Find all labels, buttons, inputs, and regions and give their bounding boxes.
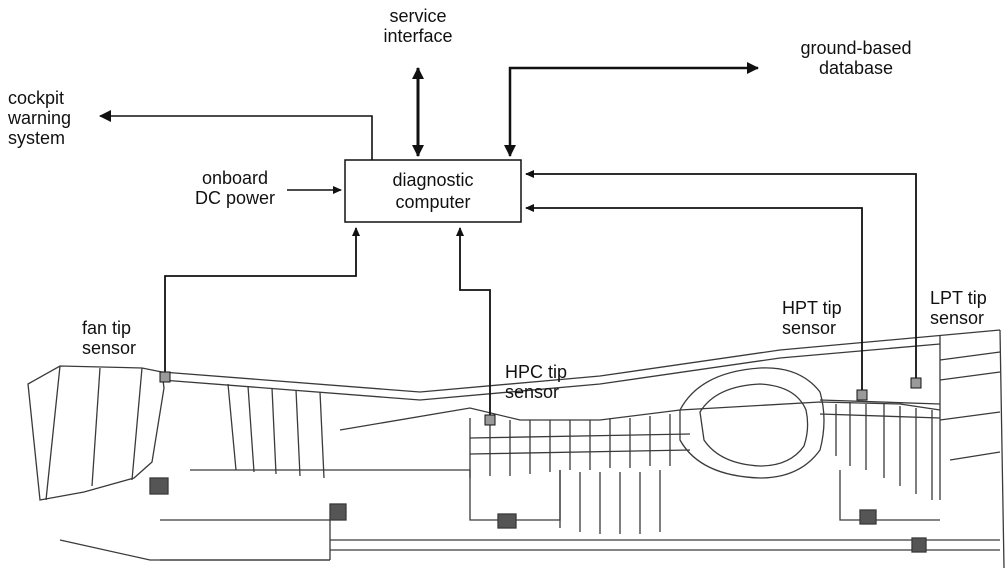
diagnostic-computer-label: diagnostic computer xyxy=(345,160,521,222)
ground-database-label: ground-based database xyxy=(766,38,946,78)
ground-database-link xyxy=(510,68,758,156)
fan-tip-sensor-label: fan tip sensor xyxy=(82,318,136,358)
hpc-tip-sensor-label: HPC tip sensor xyxy=(505,362,567,402)
lpt-sensor-link xyxy=(526,174,916,380)
onboard-power-label: onboard DC power xyxy=(180,168,290,208)
lpt-tip-sensor-label: LPT tip sensor xyxy=(930,288,987,328)
service-interface-label: service interface xyxy=(370,6,466,46)
lpt-tip-sensor-marker xyxy=(911,378,921,388)
hpc-tip-sensor-marker xyxy=(485,415,495,425)
hpt-tip-sensor-marker xyxy=(857,390,867,400)
hpc-sensor-link xyxy=(460,228,490,418)
hpt-tip-sensor-label: HPT tip sensor xyxy=(782,298,842,338)
fan-tip-sensor-marker xyxy=(160,372,170,382)
cockpit-warning-label: cockpit warning system xyxy=(8,88,71,148)
fan-sensor-link xyxy=(165,228,356,372)
cockpit-warning-link xyxy=(100,116,372,160)
